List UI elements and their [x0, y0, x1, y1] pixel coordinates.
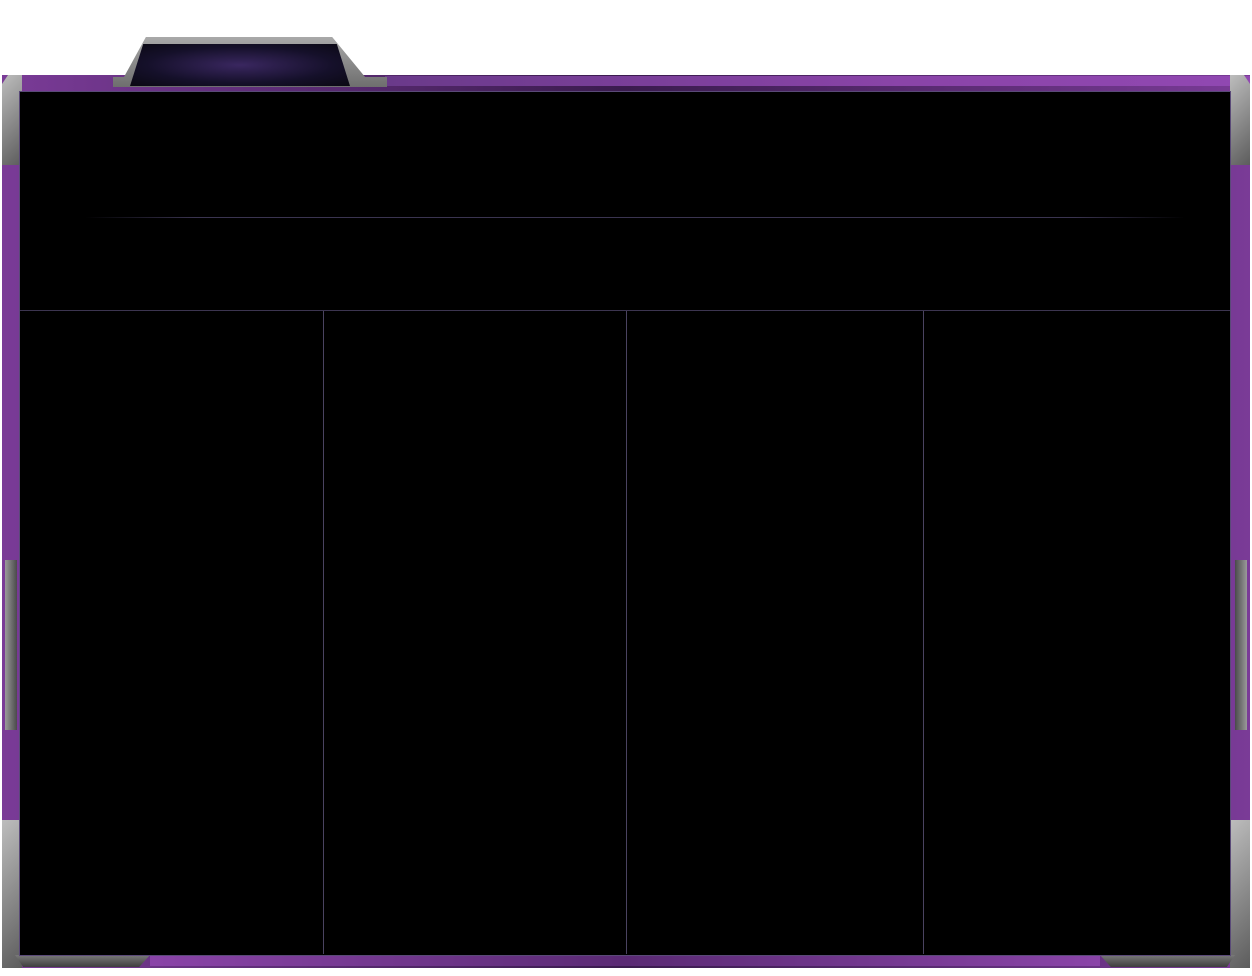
bottom-left-plate	[15, 955, 150, 967]
column-divider	[626, 311, 627, 954]
top-accent-bar	[385, 76, 1250, 86]
corner-top-left	[2, 75, 22, 165]
corner-bottom-right	[1230, 820, 1250, 968]
content-panel	[19, 91, 1231, 956]
bottom-accent-bar	[150, 956, 1100, 966]
corner-top-right	[1230, 75, 1250, 165]
header-divider	[20, 310, 1230, 311]
column-divider	[323, 311, 324, 954]
corner-bottom-left	[2, 820, 22, 968]
header-rule	[85, 217, 1185, 218]
bottom-right-plate	[1100, 955, 1235, 967]
right-side-plate	[1235, 560, 1247, 730]
title-tab-inner	[130, 44, 350, 86]
column-divider	[923, 311, 924, 954]
left-side-plate	[5, 560, 17, 730]
